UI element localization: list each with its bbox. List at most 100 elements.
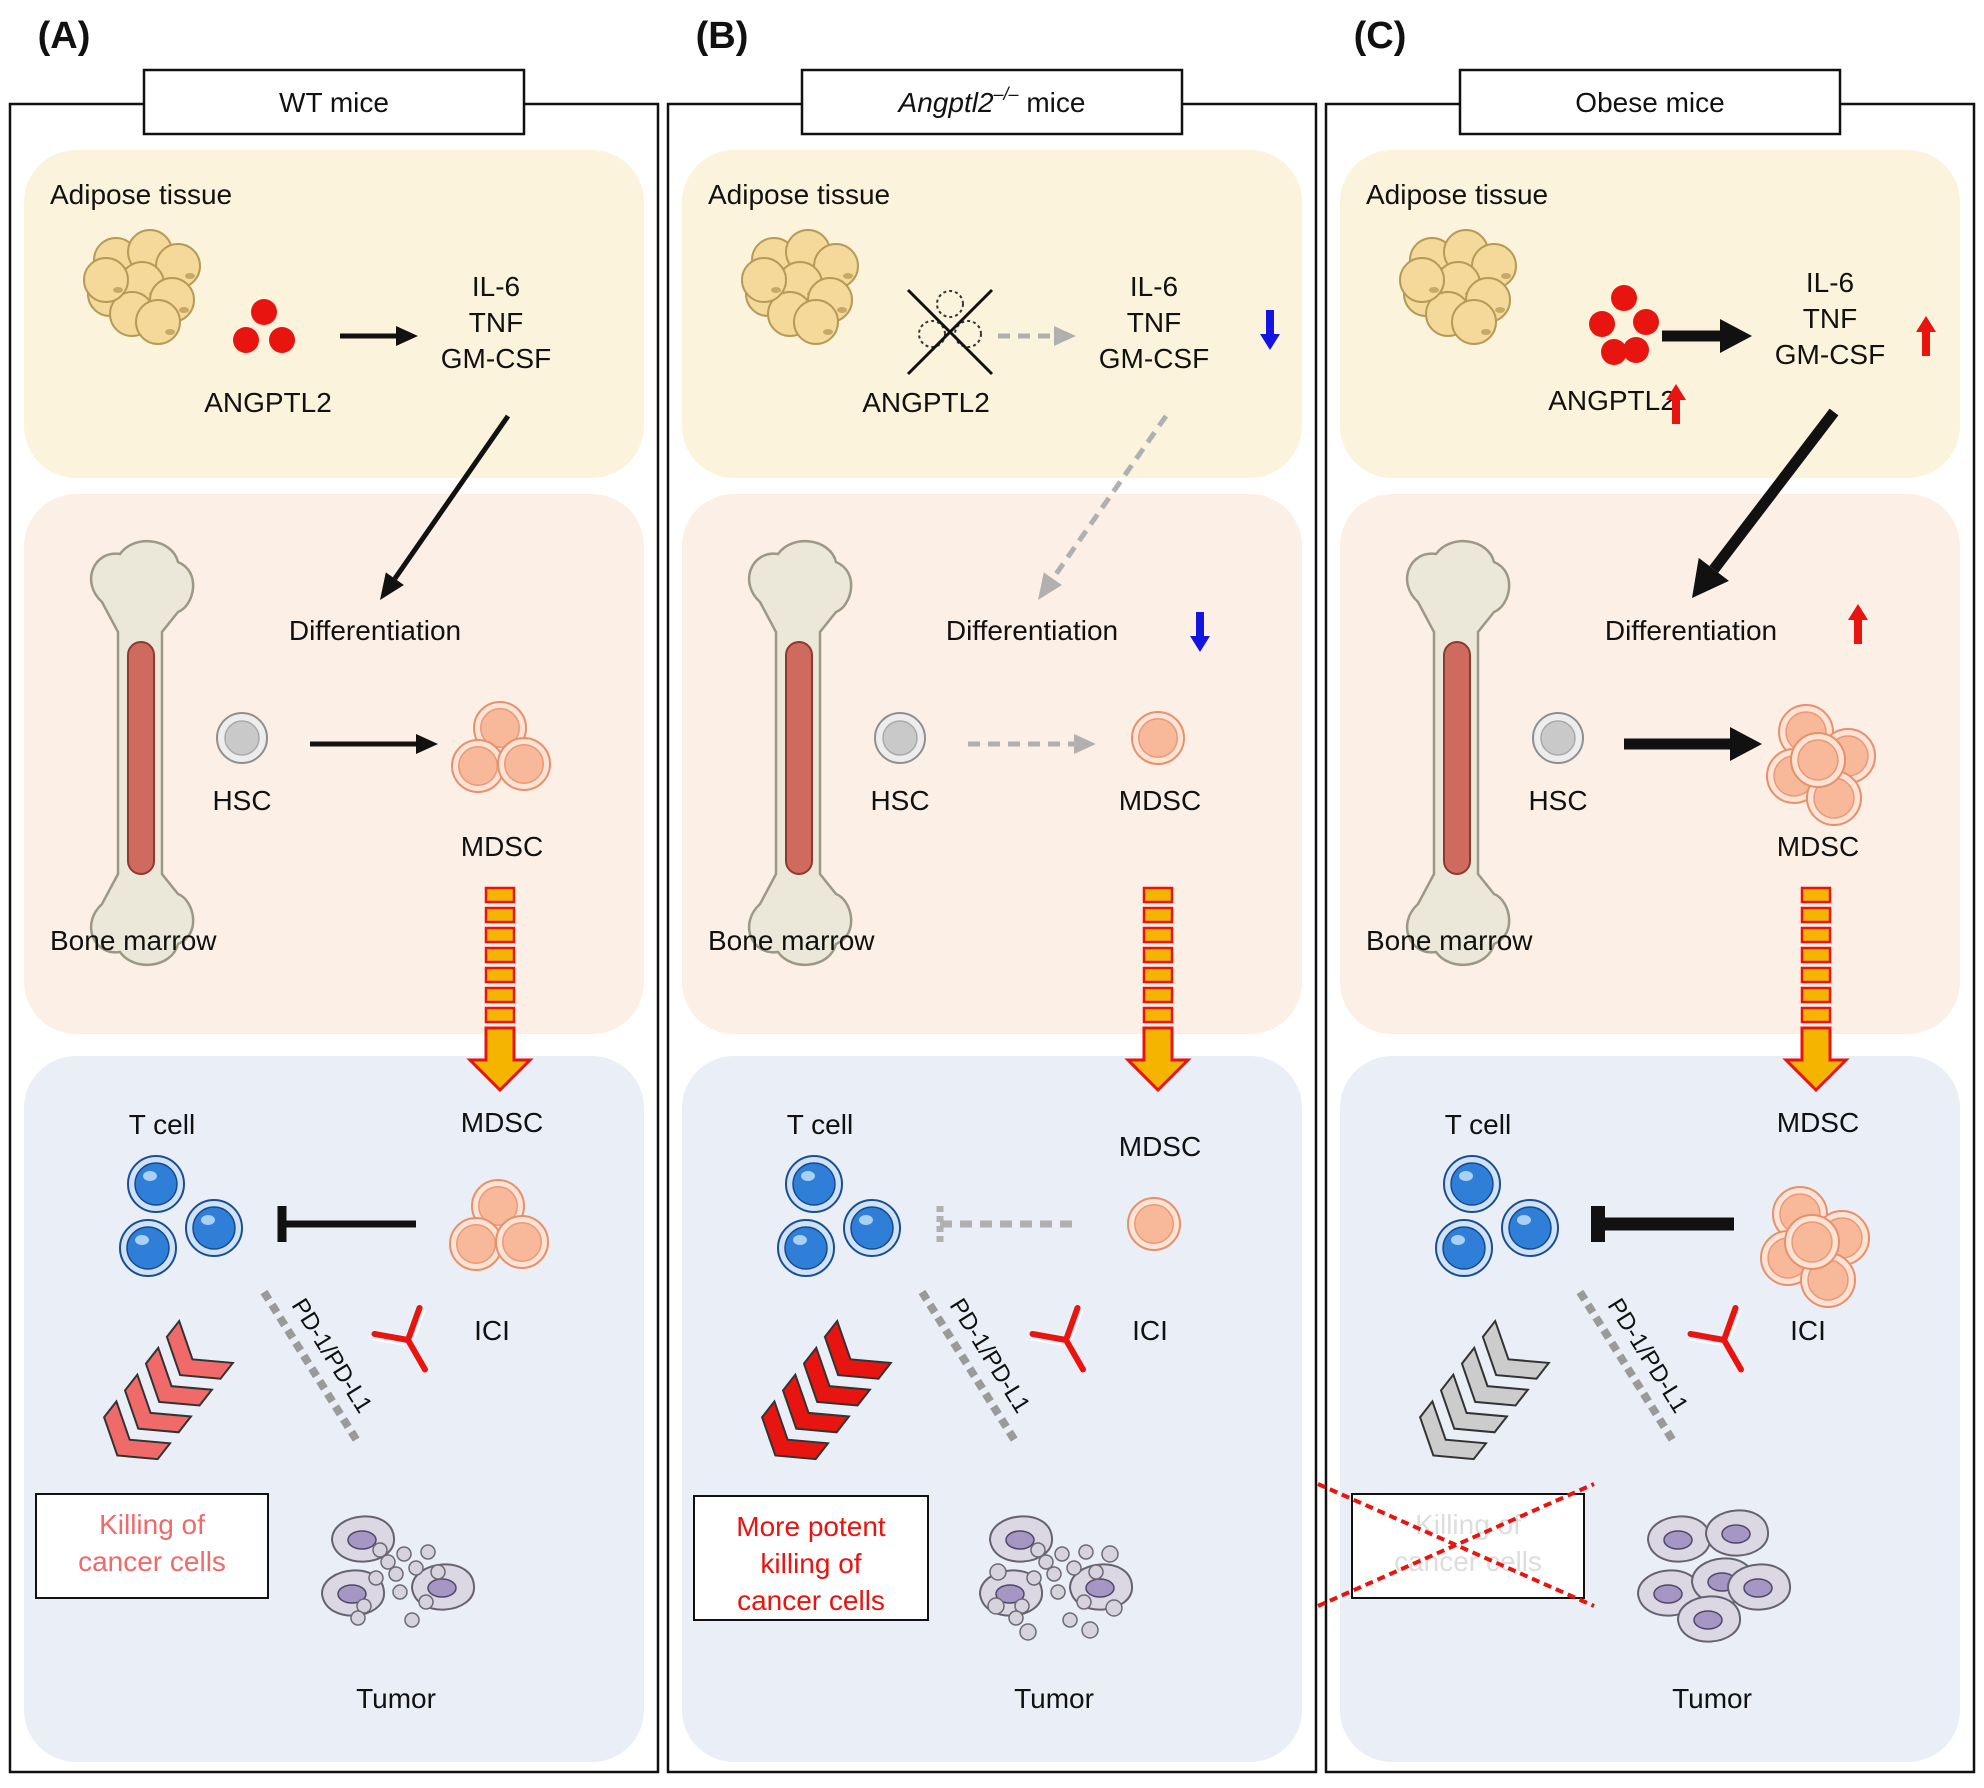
ici-antibody-icon: [371, 1304, 428, 1373]
adipocyte-cluster-icon: [741, 229, 859, 345]
tcell-attack-chevrons: [102, 1319, 235, 1461]
bone-icon: [90, 540, 195, 966]
tcell-highlight: [859, 1215, 873, 1225]
tumor-label: Tumor: [1672, 1683, 1752, 1714]
cytokine-down-arrow-shaft: [1266, 310, 1274, 336]
adipocyte-nucleus: [165, 329, 175, 335]
tcell-icon: [127, 1155, 185, 1213]
chevron: [781, 1372, 851, 1434]
adipocyte-nucleus: [837, 307, 847, 313]
angptl2-dots-icon: [233, 299, 295, 353]
migration-dash: [1142, 966, 1174, 984]
differentiation-up-arrow-shaft: [1854, 618, 1862, 644]
tumor-nucleus: [1085, 1578, 1115, 1598]
hsc-label: HSC: [1528, 785, 1587, 816]
panel-title-box: [1458, 68, 1842, 136]
panel-title: Obese mice: [1575, 87, 1724, 118]
migration-dash: [484, 926, 516, 944]
mdsc-migration-arrow: [1124, 886, 1192, 1093]
angptl2-to-cytokines-arrow-head: [396, 326, 418, 346]
apoptotic-bleb: [987, 1597, 1005, 1615]
tcell-cluster-icon: [1435, 1155, 1559, 1277]
mdsc-migration-arrow: [1782, 886, 1850, 1093]
tcell-inner: [134, 1162, 178, 1206]
cytokine-up-arrow-shaft: [1922, 330, 1930, 356]
tumor-label: Tumor: [356, 1683, 436, 1714]
ici-outer-strokes: [371, 1304, 428, 1373]
adipocyte-cell: [741, 257, 787, 303]
tcell-highlight: [793, 1235, 807, 1245]
ici-outer-strokes: [1687, 1304, 1744, 1373]
hsc-to-mdsc-arrow-head: [1730, 727, 1762, 761]
mdsc-cluster-icon: [449, 1179, 549, 1271]
adipocyte-cell: [135, 299, 181, 345]
apoptotic-bleb: [1050, 1584, 1066, 1600]
apoptotic-bleb: [1026, 1570, 1042, 1586]
adipocyte-nucleus: [771, 287, 781, 293]
mdsc-cell-icon: [449, 1217, 503, 1271]
ici-label: ICI: [474, 1315, 510, 1346]
mdsc-inner: [1138, 718, 1178, 758]
apoptotic-bleb: [372, 1542, 388, 1558]
chevron: [123, 1372, 193, 1434]
angptl2-up-arrow-head: [1666, 384, 1686, 400]
apoptotic-bleb: [1014, 1598, 1030, 1614]
apoptotic-bleb: [392, 1584, 408, 1600]
differentiation-label: Differentiation: [946, 615, 1118, 646]
angptl2-dot: [269, 327, 295, 353]
killing-box: [1351, 1493, 1585, 1599]
adipocyte-nucleus: [113, 287, 123, 293]
chevron: [760, 1399, 830, 1461]
mdsc-inner: [1797, 739, 1839, 781]
tumor-icon: [1636, 1509, 1792, 1643]
adipocyte-cluster-icon: [1399, 229, 1517, 345]
bone-icon: [748, 540, 853, 966]
tcell-icon: [1435, 1219, 1493, 1277]
mdsc-inner: [480, 708, 520, 748]
migration-arrowhead: [466, 1026, 534, 1093]
migration-dash: [1800, 906, 1832, 924]
migration-dash: [1800, 986, 1832, 1004]
bone-marrow-core: [1443, 641, 1471, 875]
tumor-mdsc-label: MDSC: [461, 1107, 543, 1138]
mdsc-inner: [1791, 1221, 1833, 1263]
migration-dash: [484, 886, 516, 904]
chevron: [802, 1345, 872, 1407]
tcell-attack-chevrons: [760, 1319, 893, 1461]
apoptotic-bleb: [350, 1610, 366, 1626]
apoptotic-bleb: [396, 1546, 412, 1562]
adipocyte-cell: [1399, 257, 1445, 303]
tcell-highlight: [1517, 1215, 1531, 1225]
apoptotic-bleb: [1078, 1544, 1094, 1560]
angptl2-dot: [233, 327, 259, 353]
adipose-tissue-label: Adipose tissue: [50, 179, 232, 210]
differentiation-label: Differentiation: [1605, 615, 1777, 646]
apoptotic-bleb: [420, 1544, 436, 1560]
migration-dash: [1800, 966, 1832, 984]
migration-dash: [484, 986, 516, 1004]
angptl2-label: ANGPTL2: [862, 387, 990, 418]
ici-antibody-icon: [1687, 1304, 1744, 1373]
tcell-icon: [843, 1199, 901, 1257]
tumor-label: Tumor: [1014, 1683, 1094, 1714]
cytokines-to-differentiation-arrow: [380, 414, 511, 600]
panel-title: Angptl2–/– mice: [897, 84, 1086, 118]
mdsc-cell-icon: [1790, 732, 1846, 788]
mdsc-cell-icon: [495, 1215, 549, 1269]
hsc-label: HSC: [212, 785, 271, 816]
mdsc-inhibits-tcell: [1591, 1206, 1734, 1242]
ici-antibody-icon: [1029, 1304, 1086, 1373]
apoptotic-bleb: [1105, 1599, 1123, 1617]
differentiation-down-arrow: [1190, 612, 1210, 652]
cytokine-label: GM-CSF: [441, 343, 551, 374]
chevron: [165, 1319, 235, 1380]
panel-title-box: [800, 68, 1184, 136]
apoptotic-bleb: [1019, 1623, 1037, 1641]
mdsc-inner: [502, 1222, 542, 1262]
apoptotic-bleb: [1066, 1560, 1082, 1576]
hsc-cell-icon: [216, 712, 268, 764]
tcell-label: T cell: [787, 1109, 853, 1140]
ici-label: ICI: [1790, 1315, 1826, 1346]
